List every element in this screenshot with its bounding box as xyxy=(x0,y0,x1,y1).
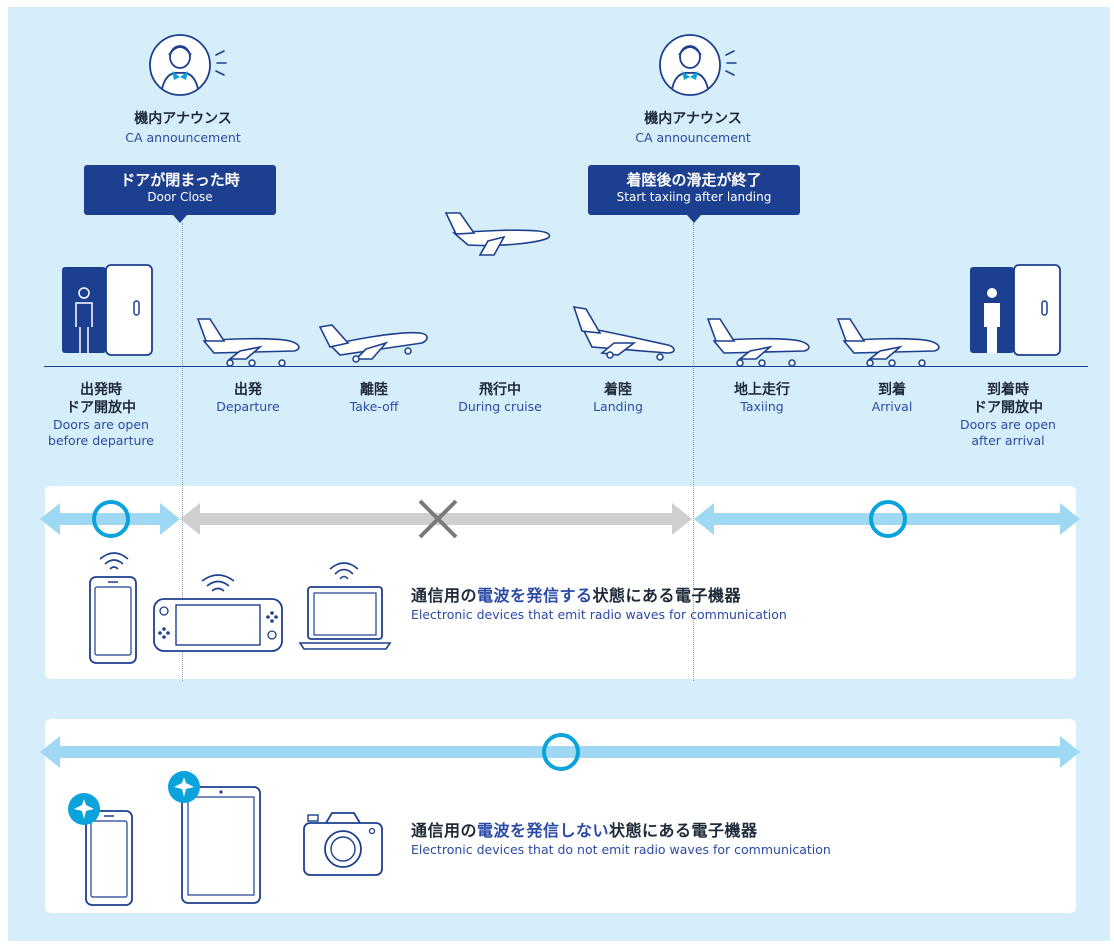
airplane-icon xyxy=(318,324,428,363)
denied-cross-icon xyxy=(418,499,458,539)
taxi-start-marker-line xyxy=(693,486,694,681)
panel1-title: 通信用の電波を発信する状態にある電子機器 Electronic devices … xyxy=(411,585,1071,623)
callout-door-close-ja: ドアが閉まった時 xyxy=(120,171,240,189)
phase-label-ja: ドア開放中 xyxy=(973,400,1043,416)
phase-label-ja: ドア開放中 xyxy=(66,400,136,416)
airplane-icon xyxy=(196,318,300,367)
panel2-title: 通信用の電波を発信しない状態にある電子機器 Electronic devices… xyxy=(411,820,1071,858)
phase-label-ja: 出発時 xyxy=(80,382,122,398)
usage-timeline-emitting xyxy=(40,499,1080,539)
wifi-icon xyxy=(329,562,359,580)
panel1-subtitle: Electronic devices that emit radio waves… xyxy=(411,607,787,622)
phase-label-ja: 離陸 xyxy=(360,382,388,398)
announcement-label-ja: 機内アナウンス xyxy=(644,111,742,127)
camera-icon xyxy=(303,812,383,876)
panel2-title-pre: 通信用の xyxy=(411,821,478,840)
smartphone-icon xyxy=(89,552,137,664)
panel1-title-ja: 通信用の電波を発信する状態にある電子機器 xyxy=(411,585,1071,607)
taxi-start-marker-line xyxy=(693,223,694,681)
allowed-arrow xyxy=(40,503,180,535)
callout-door-close: ドアが閉まった時 Door Close xyxy=(84,165,276,223)
ground-line xyxy=(44,366,1088,367)
laptop-icon xyxy=(298,562,392,650)
panel2-title-post: 状態にある電子機器 xyxy=(609,821,758,840)
phase-label-ja: 出発 xyxy=(234,382,262,398)
phase-label-en: Take-off xyxy=(349,399,399,414)
usage-timeline-non-emitting xyxy=(40,733,1080,771)
announcement-label-ja: 機内アナウンス xyxy=(134,111,232,127)
callout-taxiing-ja: 着陸後の滑走が終了 xyxy=(626,171,762,189)
phase-label-en: Arrival xyxy=(871,399,913,414)
phase-label-ja: 到着時 xyxy=(987,382,1029,398)
phase-label-ja: 飛行中 xyxy=(479,382,521,398)
phase-label-en: Landing xyxy=(593,399,643,414)
phase-departure: 出発 Departure xyxy=(198,381,298,415)
phase-taxiing: 地上走行 Taxiing xyxy=(712,381,812,415)
airplane-icon xyxy=(572,305,675,361)
allowed-circle-icon xyxy=(869,500,907,538)
wifi-icon xyxy=(201,574,235,592)
allowed-circle-icon xyxy=(92,500,130,538)
airplane-icon xyxy=(836,318,940,367)
phase-label-en: Taxiing xyxy=(740,399,784,414)
allowed-arrow xyxy=(694,503,1080,535)
wifi-icon xyxy=(99,552,129,570)
airplane-icon xyxy=(444,212,551,256)
phase-label-ja: 到着 xyxy=(878,382,906,398)
phase-doors-open-departure: 出発時 ドア開放中 Doors are open before departur… xyxy=(36,381,166,449)
phase-label-en: before departure xyxy=(48,433,154,448)
allowed-arrow xyxy=(40,736,1080,768)
airplane-icon xyxy=(706,318,810,367)
panel2-subtitle: Electronic devices that do not emit radi… xyxy=(411,842,831,857)
attendant-icon xyxy=(659,34,737,96)
callout-taxiing: 着陸後の滑走が終了 Start taxiing after landing xyxy=(588,165,800,223)
door-icon xyxy=(62,264,153,356)
tablet-airplane-mode-icon xyxy=(168,771,261,904)
phase-landing: 着陸 Landing xyxy=(568,381,668,415)
callout-door-close-en: Door Close xyxy=(147,190,213,204)
phase-label-en: after arrival xyxy=(971,433,1045,448)
phase-label-en: During cruise xyxy=(458,399,542,414)
phase-takeoff: 離陸 Take-off xyxy=(324,381,424,415)
phase-label-ja: 着陸 xyxy=(604,382,632,398)
phase-label-en: Departure xyxy=(216,399,280,414)
allowed-circle-icon xyxy=(542,733,580,771)
panel2-title-highlight: 電波を発信しない xyxy=(477,821,610,840)
phase-label-ja: 地上走行 xyxy=(734,382,790,398)
phase-arrival: 到着 Arrival xyxy=(842,381,942,415)
panel1-title-post: 状態にある電子機器 xyxy=(592,586,742,605)
phase-label-en: Doors are open xyxy=(960,417,1056,432)
door-close-marker-line xyxy=(182,486,183,681)
callout-taxiing-en: Start taxiing after landing xyxy=(616,190,772,204)
panel1-title-highlight: 電波を発信する xyxy=(477,586,593,605)
panel1-title-pre: 通信用の xyxy=(411,586,478,605)
attendant-icon xyxy=(149,34,227,96)
announcement-label-en: CA announcement xyxy=(125,130,241,145)
door-icon xyxy=(970,264,1061,356)
diagram-canvas: 機内アナウンス CA announcement 機内アナウンス CA annou… xyxy=(8,7,1110,941)
phase-label-en: Doors are open xyxy=(53,417,149,432)
smartphone-airplane-mode-icon xyxy=(68,793,133,906)
door-close-marker-line xyxy=(182,223,183,681)
game-console-icon xyxy=(153,574,283,652)
phase-cruise: 飛行中 During cruise xyxy=(440,381,560,415)
panel2-title-ja: 通信用の電波を発信しない状態にある電子機器 xyxy=(411,820,1071,842)
phase-doors-open-arrival: 到着時 ドア開放中 Doors are open after arrival xyxy=(948,381,1068,449)
announcement-label-en: CA announcement xyxy=(635,130,751,145)
